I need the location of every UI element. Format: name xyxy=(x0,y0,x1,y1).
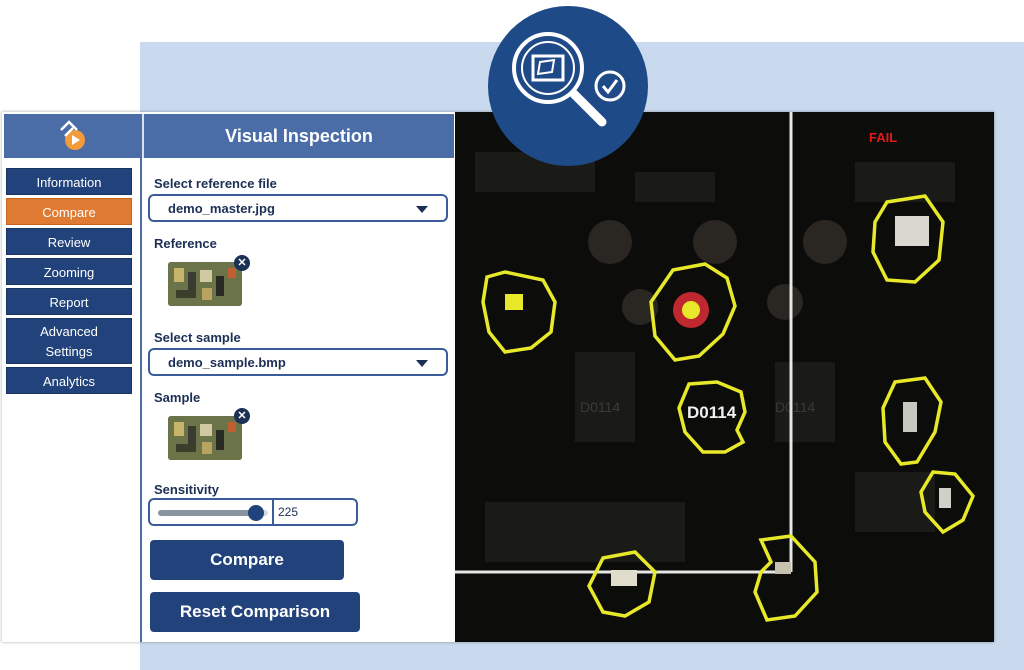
inspection-viewer[interactable]: D0114 D0114 xyxy=(455,112,994,642)
sidebar-item-advanced-settings[interactable]: Advanced Settings xyxy=(6,318,132,364)
app-header: Visual Inspection xyxy=(4,114,454,158)
sensitivity-label: Sensitivity xyxy=(154,482,220,497)
sidebar-item-review[interactable]: Review xyxy=(6,228,132,255)
panel-divider xyxy=(140,158,142,642)
reference-file-select[interactable]: demo_master.jpg xyxy=(148,194,448,222)
remove-sample-close-icon[interactable]: ✕ xyxy=(234,408,250,424)
sidebar-item-zooming[interactable]: Zooming xyxy=(6,258,132,285)
pcb-label: D0114 xyxy=(687,403,737,422)
sample-label: Sample xyxy=(154,390,201,405)
app-title: Visual Inspection xyxy=(225,125,373,146)
reference-label: Reference xyxy=(154,236,217,251)
slider-fill xyxy=(158,510,256,516)
inspect-badge xyxy=(488,6,648,166)
reference-thumbnail xyxy=(168,262,242,306)
slider-separator xyxy=(272,500,274,524)
sensitivity-slider[interactable]: 225 xyxy=(148,498,358,526)
compare-button[interactable]: Compare xyxy=(150,540,344,580)
slider-track xyxy=(158,505,268,521)
sample-select-label: Select sample xyxy=(154,330,241,345)
chevron-down-icon xyxy=(416,360,428,367)
svg-text:D0114: D0114 xyxy=(775,399,815,415)
pcb-image: D0114 D0114 xyxy=(455,112,994,642)
camera-play-icon xyxy=(60,120,85,150)
slider-handle[interactable] xyxy=(247,505,264,521)
inspection-status: FAIL xyxy=(869,130,898,145)
sample-file-select[interactable]: demo_sample.bmp xyxy=(148,348,448,376)
app-window: Visual Inspection Information Compare Re… xyxy=(2,112,994,642)
sidebar-item-compare[interactable]: Compare xyxy=(6,198,132,225)
reset-comparison-button[interactable]: Reset Comparison xyxy=(150,592,360,632)
app-logo xyxy=(4,114,144,158)
remove-reference-close-icon[interactable]: ✕ xyxy=(234,255,250,271)
sidebar-item-information[interactable]: Information xyxy=(6,168,132,195)
svg-text:D0114: D0114 xyxy=(580,399,620,415)
sensitivity-value[interactable]: 225 xyxy=(278,505,299,519)
sample-thumbnail xyxy=(168,416,242,460)
inspect-magnifier-check-icon xyxy=(512,32,626,127)
reference-file-label: Select reference file xyxy=(154,176,277,191)
sidebar-nav: Information Compare Review Zooming Repor… xyxy=(6,168,132,397)
sidebar-item-analytics[interactable]: Analytics xyxy=(6,367,132,394)
reference-file-value: demo_master.jpg xyxy=(168,201,275,216)
sidebar-item-report[interactable]: Report xyxy=(6,288,132,315)
sample-file-value: demo_sample.bmp xyxy=(168,355,286,370)
chevron-down-icon xyxy=(416,206,428,213)
